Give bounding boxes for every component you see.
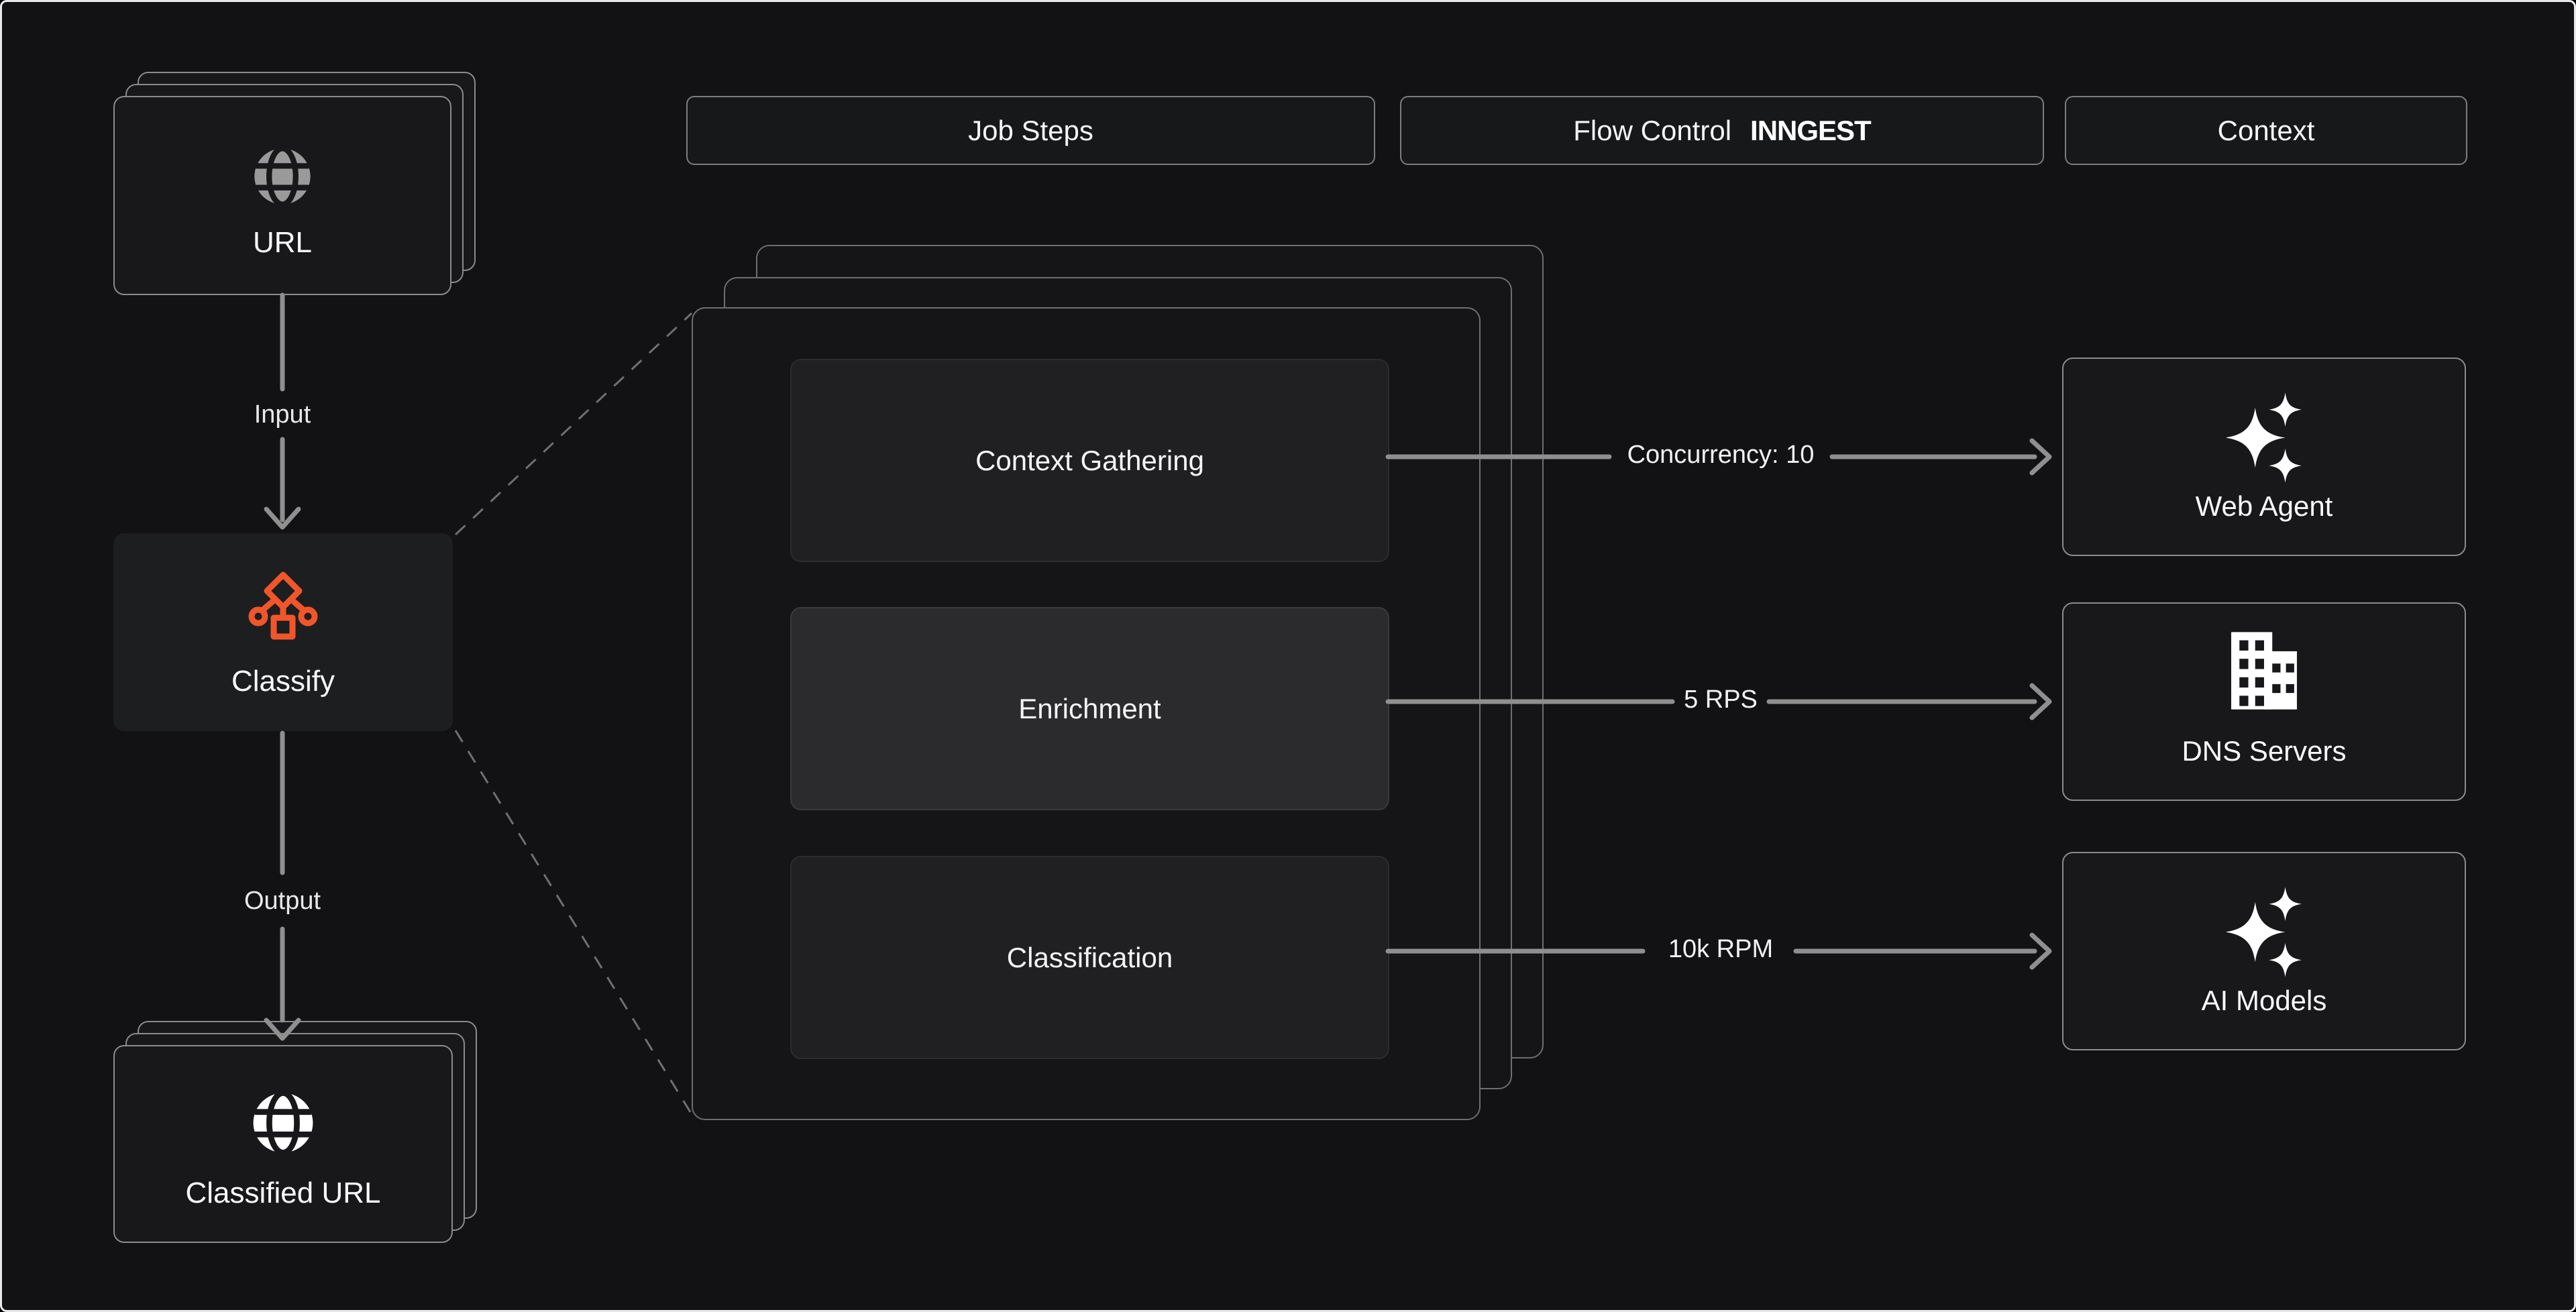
step-context-gathering: Context Gathering xyxy=(790,359,1389,562)
classify-flowchart-icon xyxy=(248,571,318,643)
step-enrichment: Enrichment xyxy=(790,607,1389,810)
dns-servers-node: DNS Servers xyxy=(2062,602,2466,801)
step-classification: Classification xyxy=(790,856,1389,1059)
flow-label-concurrency: Concurrency: 10 xyxy=(1627,441,1815,469)
inngest-logo: INNGEST xyxy=(1750,114,1872,146)
web-agent-node: Web Agent xyxy=(2062,358,2466,556)
header-flow-control-label: Flow Control xyxy=(1573,114,1732,146)
header-context: Context xyxy=(2065,96,2467,165)
flow-label-rps: 5 RPS xyxy=(1684,686,1758,714)
building-icon xyxy=(2230,631,2298,711)
header-context-label: Context xyxy=(2217,114,2315,146)
output-arrow-label: Output xyxy=(244,887,321,915)
ai-models-node: AI Models xyxy=(2062,852,2466,1050)
flow-label-rpm: 10k RPM xyxy=(1668,935,1774,963)
header-flow-control: Flow Control INNGEST xyxy=(1400,96,2044,165)
sparkles-icon xyxy=(2226,388,2302,488)
classified-url-node: Classified URL xyxy=(113,1045,453,1243)
classify-node-label: Classify xyxy=(231,665,335,698)
header-job-steps: Job Steps xyxy=(686,96,1375,165)
dns-servers-label: DNS Servers xyxy=(2182,735,2347,767)
header-job-steps-label: Job Steps xyxy=(968,114,1093,146)
globe-filled-icon xyxy=(248,1088,318,1158)
classified-url-node-label: Classified URL xyxy=(185,1177,381,1209)
globe-icon xyxy=(249,143,316,210)
ai-models-label: AI Models xyxy=(2201,985,2327,1016)
url-node: URL xyxy=(113,96,451,295)
url-node-label: URL xyxy=(252,226,313,259)
sparkles-icon xyxy=(2226,883,2302,982)
web-agent-label: Web Agent xyxy=(2195,490,2333,522)
job-card: Context Gathering Enrichment Classificat… xyxy=(692,307,1481,1120)
input-arrow-label: Input xyxy=(254,400,311,429)
classify-node: Classify xyxy=(113,533,453,731)
